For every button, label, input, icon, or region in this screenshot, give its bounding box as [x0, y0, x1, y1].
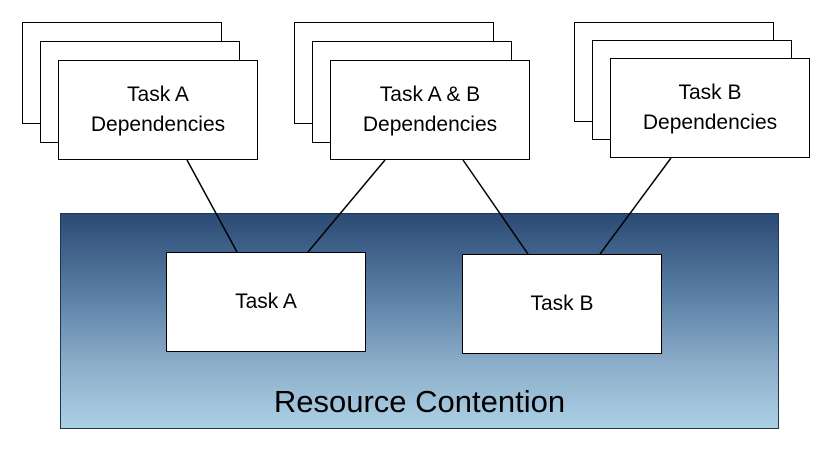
task-ab-dependencies-box: Task A & B Dependencies: [330, 60, 530, 160]
task-b-box: Task B: [462, 254, 662, 354]
task-a-box: Task A: [166, 252, 366, 352]
task-a-dependencies-box: Task A Dependencies: [58, 60, 258, 160]
task-b-dependencies-box: Task B Dependencies: [610, 58, 810, 158]
resource-contention-label: Resource Contention: [273, 384, 566, 419]
